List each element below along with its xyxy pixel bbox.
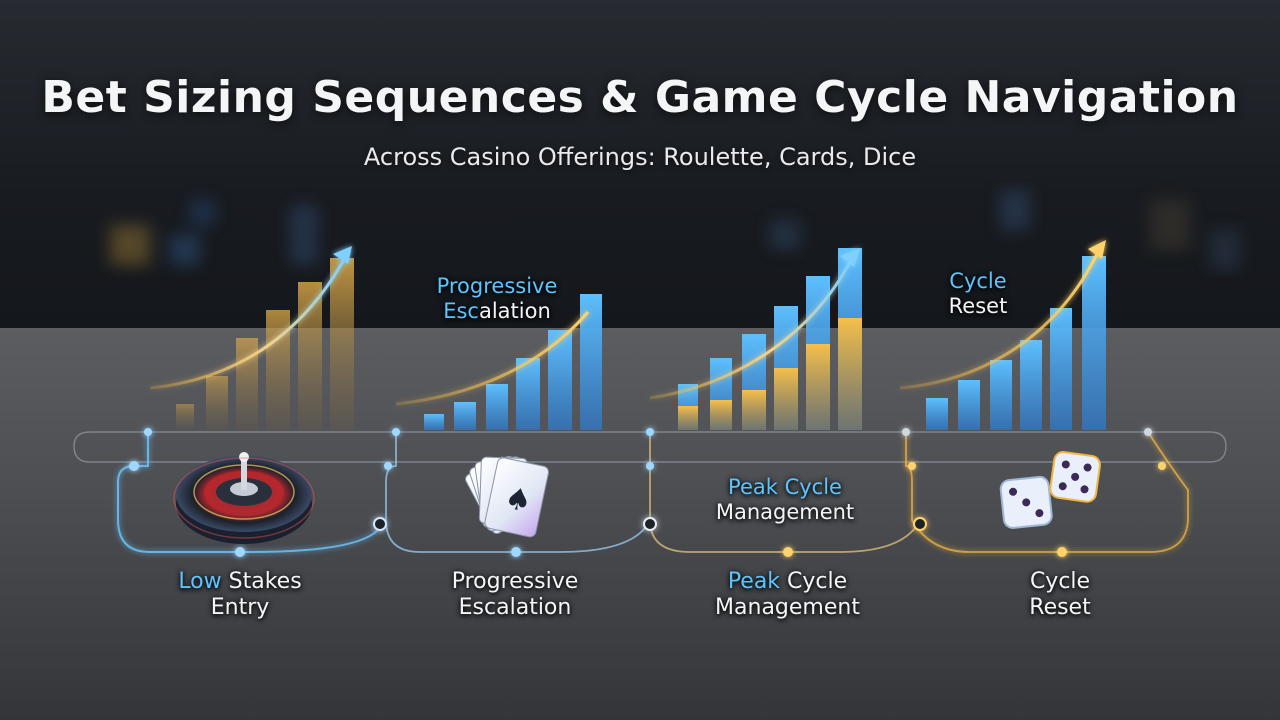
- upper-label-cycle-reset: Cycle Reset: [918, 269, 1038, 319]
- stage-2-line1: Progressive: [451, 569, 579, 594]
- upper-label-peak-line1: Peak Cycle: [728, 475, 842, 499]
- upper-label-peak-cycle-management: Peak Cycle Management: [690, 475, 880, 525]
- stage-label-progressive-escalation: Progressive Escalation: [425, 569, 605, 621]
- stage-label-peak-cycle-management: Peak Cycle Management: [690, 569, 885, 621]
- upper-label-reset-line1: Cycle: [949, 269, 1007, 293]
- stage-4-line2: Reset: [1029, 595, 1091, 620]
- stage-label-low-stakes-entry: Low Stakes Entry: [150, 569, 330, 621]
- dice-icon: [999, 451, 1101, 529]
- upper-label-progressive-line2: Escalation: [412, 299, 582, 324]
- stage-4-line1: Cycle: [1029, 569, 1091, 594]
- bar-chart-3: [649, 248, 862, 430]
- page-title: Bet Sizing Sequences & Game Cycle Naviga…: [41, 72, 1239, 123]
- bar-chart-2: [395, 294, 602, 430]
- upper-label-reset-line2: Reset: [948, 294, 1008, 318]
- upper-label-progressive-line1: Progressive: [436, 274, 558, 298]
- stage-1-line1-rest: Stakes: [221, 569, 302, 594]
- track-nodes: [129, 428, 1166, 557]
- stage-2-line2: Escalation: [458, 595, 572, 620]
- upper-label-progressive-escalation: Progressive Escalation: [412, 274, 582, 324]
- stage-3-line2: Management: [715, 595, 860, 620]
- roulette-wheel-icon: [173, 452, 315, 544]
- stage-1-line2: Entry: [210, 595, 270, 620]
- bokeh-lights: [110, 190, 1240, 270]
- page-subtitle: Across Casino Offerings: Roulette, Cards…: [363, 143, 917, 171]
- upper-label-progressive-line2-rest: alation: [478, 299, 551, 323]
- stage-1-line1: Low Stakes: [150, 569, 330, 595]
- bar-chart-1: [149, 246, 354, 430]
- stage-3-line1-highlight: Peak: [727, 569, 781, 594]
- bar-chart-4: [899, 240, 1106, 430]
- stage-3-line1: Peak Cycle: [690, 569, 885, 595]
- upper-label-peak-line2: Management: [715, 500, 855, 524]
- stage-3-line1-rest: Cycle: [780, 569, 848, 594]
- upper-label-progressive-line2-highlight: Esc: [443, 299, 479, 323]
- stage-1-line1-highlight: Low: [178, 569, 222, 594]
- playing-cards-icon: ♠: [465, 455, 550, 538]
- stage-label-cycle-reset: Cycle Reset: [995, 569, 1125, 621]
